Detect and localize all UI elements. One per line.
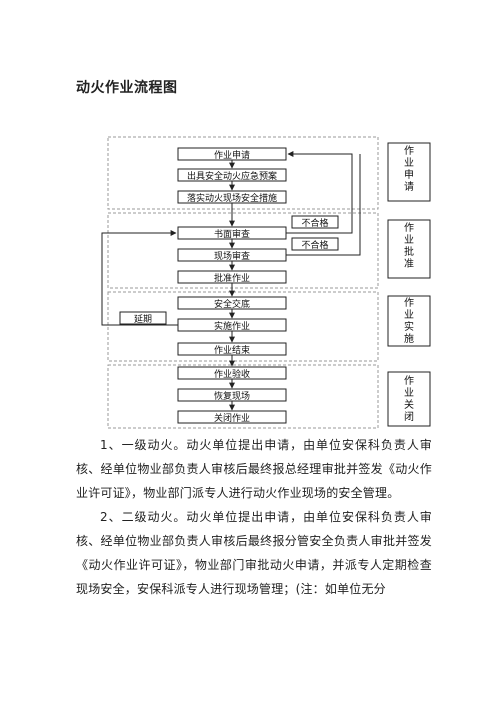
phase-group-approve — [107, 212, 379, 289]
phase-box-close — [387, 371, 431, 427]
phase-box-apply — [387, 142, 431, 202]
step-box-site-review — [177, 248, 287, 262]
step-site-review: 现场审查 — [214, 250, 250, 262]
note-extend: 延期 — [134, 313, 152, 325]
step-restore: 恢复现场 — [214, 390, 250, 402]
step-box-written-review — [177, 226, 287, 240]
step-measures: 落实动火现场安全措施 — [187, 192, 277, 204]
procedure-text: 1、一级动火。动火单位提出申请，由单位安保科负责人审核、经单位物业部负责人审核后… — [76, 433, 432, 601]
reject-loop-written — [286, 151, 353, 234]
step-approve: 批准作业 — [214, 272, 250, 284]
note-box-reject1 — [291, 215, 339, 229]
reject-loop-site — [286, 154, 361, 256]
step-box-end — [177, 342, 287, 356]
step-apply: 作业申请 — [214, 149, 250, 161]
step-box-apply — [177, 147, 287, 161]
phase-box-implement — [387, 295, 431, 347]
step-box-plan — [177, 168, 287, 182]
phase-group-apply — [107, 136, 379, 210]
note-box-reject2 — [291, 237, 339, 251]
note-reject1: 不合格 — [301, 217, 328, 229]
phase-label-apply: 作业申请 — [404, 145, 414, 193]
paragraph-level1: 1、一级动火。动火单位提出申请，由单位安保科负责人审核、经单位物业部负责人审核后… — [76, 438, 432, 500]
note-reject2: 不合格 — [301, 239, 328, 251]
note-box-extend — [119, 311, 167, 325]
step-end: 作业结束 — [214, 344, 250, 356]
step-box-implement — [177, 318, 287, 332]
page-title: 动火作业流程图 — [76, 80, 178, 96]
phase-label-close: 作业关闭 — [404, 375, 414, 423]
phase-box-approve — [387, 219, 431, 279]
step-briefing: 安全交底 — [214, 298, 250, 310]
step-written-review: 书面审查 — [214, 228, 250, 240]
extend-loop — [101, 230, 178, 326]
step-implement: 实施作业 — [214, 320, 250, 332]
step-box-approve — [177, 270, 287, 284]
step-box-measures — [177, 190, 287, 204]
phase-label-implement: 作业实施 — [404, 297, 414, 345]
phase-group-implement — [107, 291, 379, 362]
step-box-restore — [177, 388, 287, 402]
step-box-acceptance — [177, 366, 287, 380]
step-acceptance: 作业验收 — [214, 368, 250, 380]
phase-group-close — [107, 364, 379, 429]
phase-label-approve: 作业批准 — [404, 222, 414, 270]
step-box-close — [177, 410, 287, 424]
step-close: 关闭作业 — [214, 412, 250, 424]
step-box-briefing — [177, 296, 287, 310]
paragraph-level2: 2、二级动火。动火单位提出申请，由单位安保科负责人审核、经单位物业部负责人审核后… — [76, 510, 432, 596]
step-plan: 出具安全动火应急预案 — [187, 170, 277, 182]
